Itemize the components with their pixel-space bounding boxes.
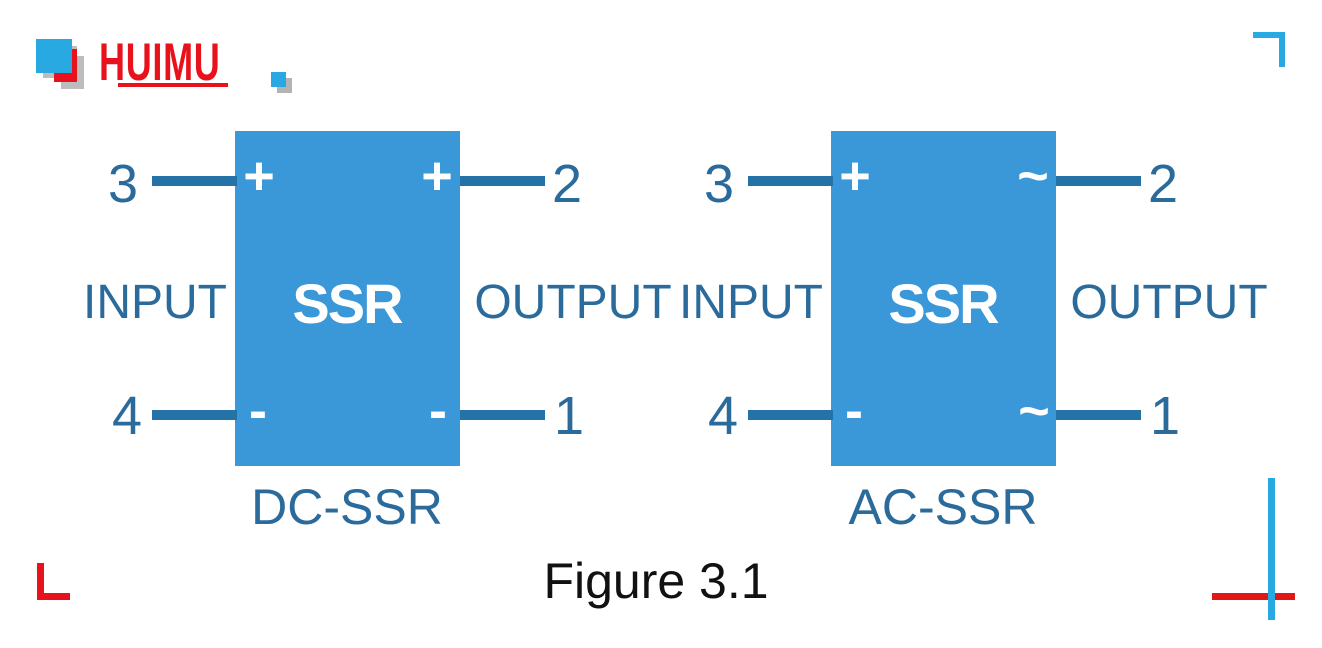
- wire-input-top: [748, 176, 833, 186]
- terminal-ac-output-icon: ~: [1018, 381, 1050, 441]
- logo-underline: [118, 83, 228, 87]
- pin-number-4: 4: [707, 386, 739, 446]
- pin-number-3: 3: [703, 154, 735, 214]
- wire-output-bottom: [1056, 410, 1141, 420]
- terminal-ac-output-icon: ~: [1017, 146, 1049, 206]
- terminal-plus-input-icon: +: [839, 146, 871, 206]
- pin-number-2: 2: [551, 154, 583, 214]
- pin-number-1: 1: [553, 386, 585, 446]
- wire-output-top: [1056, 176, 1141, 186]
- logo-small-square-icon: [271, 72, 286, 87]
- input-label: INPUT: [679, 276, 823, 329]
- terminal-minus-input-icon: -: [249, 381, 267, 441]
- pin-number-1: 1: [1149, 386, 1181, 446]
- corner-bracket-top-right-horizontal: [1253, 32, 1285, 38]
- output-label: OUTPUT: [1070, 276, 1268, 329]
- ssr-box-label: SSR: [292, 272, 403, 335]
- wire-output-bottom: [460, 410, 545, 420]
- terminal-plus-input-icon: +: [243, 146, 275, 206]
- crosshair-bottom-right-red-line: [1212, 593, 1295, 600]
- corner-bracket-top-right-vertical: [1279, 32, 1285, 67]
- crosshair-bottom-right-blue-line: [1268, 478, 1275, 620]
- pin-number-2: 2: [1147, 154, 1179, 214]
- ssr-box: [831, 131, 1056, 466]
- terminal-plus-output-icon: +: [421, 146, 453, 206]
- dc-ssr-diagram: SSR 3 2 4 1 + + - - INPUT OUTPUT DC-SSR: [0, 0, 672, 540]
- terminal-minus-input-icon: -: [845, 381, 863, 441]
- pin-number-4: 4: [111, 386, 143, 446]
- pin-number-3: 3: [107, 154, 139, 214]
- logo-blue-square-icon: [36, 39, 72, 73]
- corner-bracket-bottom-left-vertical: [37, 563, 44, 600]
- ssr-box-label: SSR: [888, 272, 999, 335]
- dc-ssr-caption: DC-SSR: [251, 479, 443, 535]
- wire-input-bottom: [748, 410, 833, 420]
- figure-caption: Figure 3.1: [543, 553, 769, 609]
- wire-input-bottom: [152, 410, 237, 420]
- output-label: OUTPUT: [474, 276, 672, 329]
- terminal-minus-output-icon: -: [429, 381, 447, 441]
- ac-ssr-caption: AC-SSR: [848, 479, 1038, 535]
- logo-brand-text: HUIMU: [99, 33, 221, 92]
- corner-bracket-bottom-left-horizontal: [37, 593, 70, 600]
- ac-ssr-diagram: SSR 3 2 4 1 + ~ - ~ INPUT OUTPUT AC-SSR: [596, 0, 1268, 540]
- input-label: INPUT: [83, 276, 227, 329]
- wire-output-top: [460, 176, 545, 186]
- ssr-box: [235, 131, 460, 466]
- wire-input-top: [152, 176, 237, 186]
